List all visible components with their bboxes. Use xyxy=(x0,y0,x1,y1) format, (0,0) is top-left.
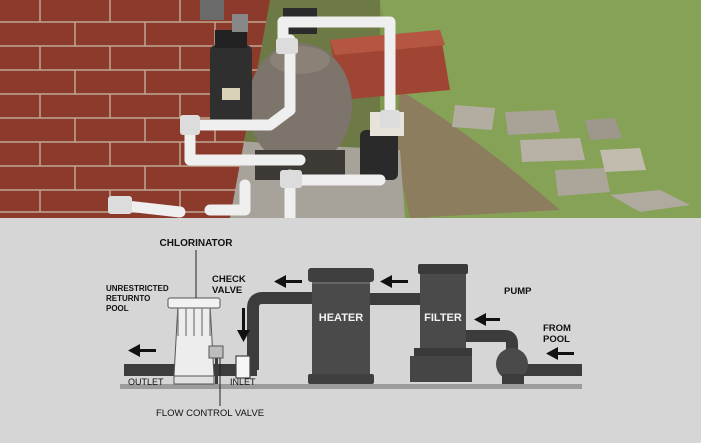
flow-control-valve-label: FLOW CONTROL VALVE xyxy=(156,408,264,419)
pump-label: PUMP xyxy=(504,286,532,297)
check-valve xyxy=(235,355,251,379)
plumbing-diagram: CHLORINATOR UNRESTRICTED RETURNTO POOL C… xyxy=(0,218,701,438)
from-pool-label-line-2: POOL xyxy=(543,334,570,345)
chlorinator xyxy=(167,297,224,385)
plumbing-schematic: CHLORINATOR UNRESTRICTED RETURNTO POOL C… xyxy=(0,218,701,438)
filter-label: FILTER xyxy=(424,312,462,324)
filter-pump-pipe xyxy=(466,330,518,358)
heater-return-arrow-icon xyxy=(274,275,302,288)
chlorinator-label: CHLORINATOR xyxy=(160,238,234,249)
equipment-photo xyxy=(0,0,701,218)
outlet-flow-arrow-icon xyxy=(128,344,156,357)
outlet-pipe xyxy=(124,364,180,376)
leader-lines xyxy=(195,250,221,406)
pool-equipment-photo xyxy=(0,0,701,218)
pipe-network xyxy=(124,292,582,384)
heater xyxy=(308,268,374,384)
from-pool-pipe xyxy=(520,364,582,376)
unrestricted-label-line-2: RETURNTO xyxy=(106,294,150,303)
heater-label: HEATER xyxy=(319,312,363,324)
filter-to-heater-arrow-icon xyxy=(380,275,408,288)
check-valve-label-line-2: VALVE xyxy=(212,285,242,296)
outlet-label: OUTLET xyxy=(128,377,164,387)
inlet-label: INLET xyxy=(230,377,256,387)
pump xyxy=(496,348,528,384)
heater-filter-pipe xyxy=(370,293,420,305)
from-pool-label-line-1: FROM xyxy=(543,323,571,334)
filter xyxy=(410,264,472,382)
pump-to-filter-arrow-icon xyxy=(474,313,500,326)
heater-return-pipe xyxy=(247,292,312,370)
base-slab xyxy=(120,384,582,389)
from-pool-arrow-icon xyxy=(546,347,574,360)
unrestricted-label-line-1: UNRESTRICTED xyxy=(106,284,169,293)
flow-control-stem xyxy=(215,348,218,384)
unrestricted-label-line-3: POOL xyxy=(106,304,129,313)
check-valve-down-arrow-icon xyxy=(237,308,250,342)
flow-arrows xyxy=(128,275,574,360)
check-valve-label-line-1: CHECK xyxy=(212,274,246,285)
